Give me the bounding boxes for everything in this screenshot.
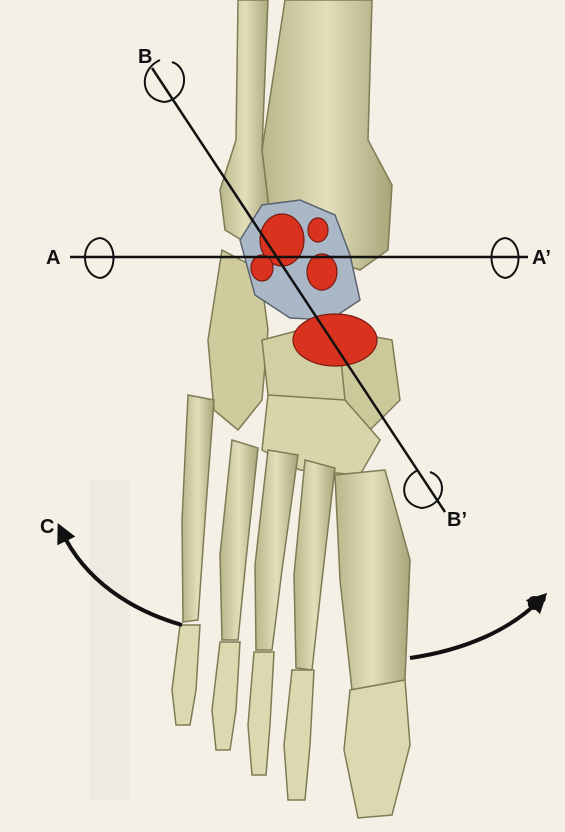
label-a-prime: A’	[532, 247, 551, 269]
label-c-prime: C’	[527, 593, 547, 615]
talar-facet-4	[308, 218, 328, 242]
background-shading	[90, 480, 130, 800]
label-a: A	[46, 247, 60, 269]
label-b: B	[138, 46, 152, 68]
talar-facet-2	[307, 254, 337, 290]
transverse-tarsal-joint	[293, 314, 377, 366]
talar-facet-3	[251, 255, 273, 281]
label-c: C	[40, 516, 54, 538]
label-b-prime: B’	[447, 509, 467, 531]
